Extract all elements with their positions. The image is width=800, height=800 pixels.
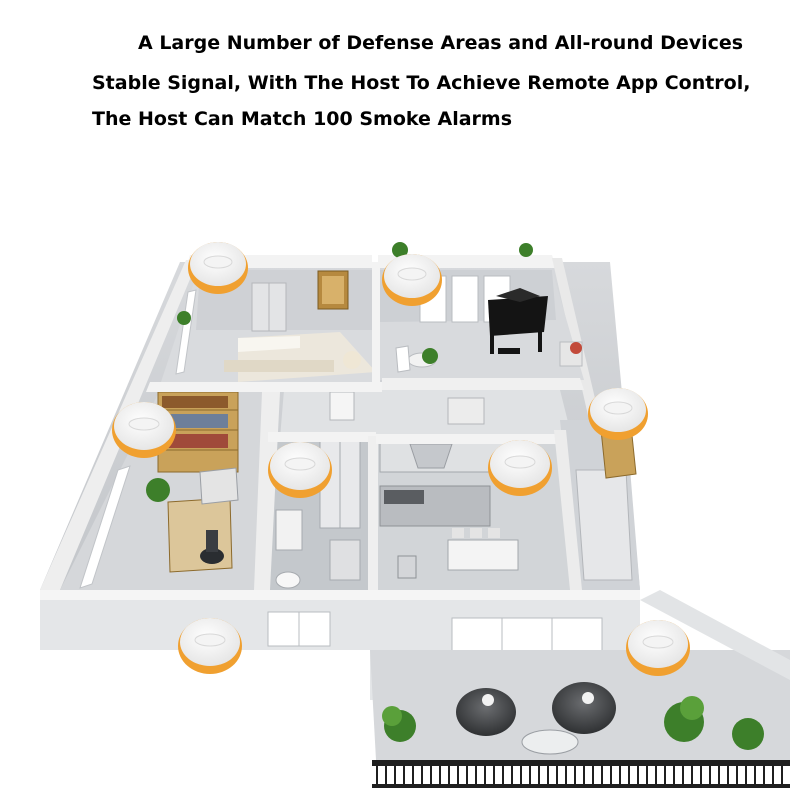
railing-baluster (601, 766, 603, 784)
smoke-alarm-bedroom (188, 242, 248, 294)
railing-baluster (439, 766, 441, 784)
railing-baluster (772, 766, 774, 784)
railing-baluster (385, 766, 387, 784)
smoke-alarm-balcony (626, 620, 690, 676)
railing-baluster (475, 766, 477, 784)
railing-baluster (376, 766, 378, 784)
railing-baluster (502, 766, 504, 784)
railing-baluster (754, 766, 756, 784)
headline: A Large Number of Defense Areas and All-… (138, 32, 744, 54)
railing-baluster (457, 766, 459, 784)
railing-baluster (403, 766, 405, 784)
railing-baluster (745, 766, 747, 784)
railing-baluster (565, 766, 567, 784)
railing-baluster (412, 766, 414, 784)
description-line-2: The Host Can Match 100 Smoke Alarms (92, 108, 513, 130)
railing-baluster (484, 766, 486, 784)
railing-baluster (466, 766, 468, 784)
railing-baluster (655, 766, 657, 784)
hallway (280, 390, 572, 438)
railing-baluster (538, 766, 540, 784)
balcony (370, 590, 790, 788)
railing-baluster (556, 766, 558, 784)
railing-baluster (628, 766, 630, 784)
smoke-alarm-study (112, 402, 176, 458)
description-line-1: Stable Signal, With The Host To Achieve … (92, 72, 751, 94)
railing-baluster (718, 766, 720, 784)
railing-baluster (394, 766, 396, 784)
railing-baluster (673, 766, 675, 784)
railing-baluster (547, 766, 549, 784)
railing-baluster (421, 766, 423, 784)
smoke-alarm-entrance (178, 618, 242, 674)
railing-baluster (709, 766, 711, 784)
right-room (560, 415, 640, 590)
railing-baluster (727, 766, 729, 784)
railing-baluster (610, 766, 612, 784)
railing-baluster (646, 766, 648, 784)
railing-baluster (493, 766, 495, 784)
railing-baluster (511, 766, 513, 784)
railing-baluster (781, 766, 783, 784)
railing-baluster (637, 766, 639, 784)
railing-baluster (682, 766, 684, 784)
railing-baluster (619, 766, 621, 784)
bedroom (160, 270, 376, 385)
railing-baluster (664, 766, 666, 784)
railing-baluster (529, 766, 531, 784)
railing-baluster (448, 766, 450, 784)
smoke-alarm-right-room (588, 388, 648, 440)
railing-baluster (691, 766, 693, 784)
smoke-alarm-hallway (268, 442, 332, 498)
railing-baluster (430, 766, 432, 784)
railing-baluster (574, 766, 576, 784)
railing-baluster (520, 766, 522, 784)
railing-baluster (700, 766, 702, 784)
railing-baluster (763, 766, 765, 784)
smoke-alarm-kitchen (488, 440, 552, 496)
railing-baluster (583, 766, 585, 784)
plants (146, 242, 582, 502)
smoke-alarm-living-room (382, 254, 442, 306)
railing-baluster (592, 766, 594, 784)
railing-baluster (736, 766, 738, 784)
